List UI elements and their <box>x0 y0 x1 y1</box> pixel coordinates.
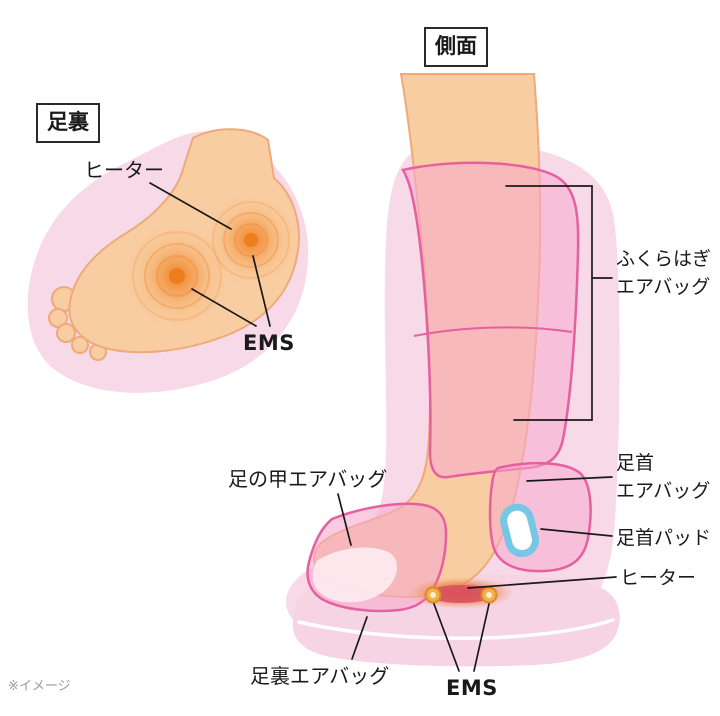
instep-airbag-label: 足の甲エアバッグ <box>228 467 388 491</box>
ems-electrode-left <box>424 586 442 604</box>
sole-heat-spot-upper <box>205 194 297 286</box>
ankle-airbag-label-line2: エアバッグ <box>616 479 711 502</box>
ankle-pad <box>500 503 540 558</box>
calf-wrap-seam <box>413 326 573 337</box>
sole-airbag-label: 足裏エアバッグ <box>250 664 390 688</box>
side-leader-lines <box>337 185 617 672</box>
ankle-airbag-label: 足首 エアバッグ <box>616 450 710 505</box>
calf-airbag-label-line1: ふくらはぎ <box>616 248 712 270</box>
side-heater-label: ヒーター <box>620 567 697 589</box>
side-heater-zone <box>407 577 515 609</box>
toe-highlight <box>313 547 398 603</box>
image-disclaimer-note: ※イメージ <box>8 679 71 694</box>
sole-leader-lines <box>149 182 271 327</box>
side-ems-label: EMS <box>446 676 498 700</box>
calf-airbag-wrap <box>401 161 580 479</box>
side-view-illustration <box>286 73 620 672</box>
base-platform-highlight <box>297 618 615 640</box>
side-view-title: 側面 <box>424 27 488 68</box>
ems-electrode-right <box>480 586 498 604</box>
ankle-pad-label: 足首パッド <box>616 527 712 549</box>
sole-heat-spot-lower <box>125 224 229 328</box>
sole-heater-label: ヒーター <box>84 158 164 182</box>
calf-airbag-label: ふくらはぎ エアバッグ <box>616 246 711 301</box>
ankle-airbag-label-line1: 足首 <box>616 452 655 474</box>
sole-ems-label: EMS <box>243 331 295 355</box>
calf-airbag-label-line2: エアバッグ <box>616 275 711 298</box>
sole-view-illustration <box>27 128 309 393</box>
sole-view-title: 足裏 <box>36 103 100 144</box>
